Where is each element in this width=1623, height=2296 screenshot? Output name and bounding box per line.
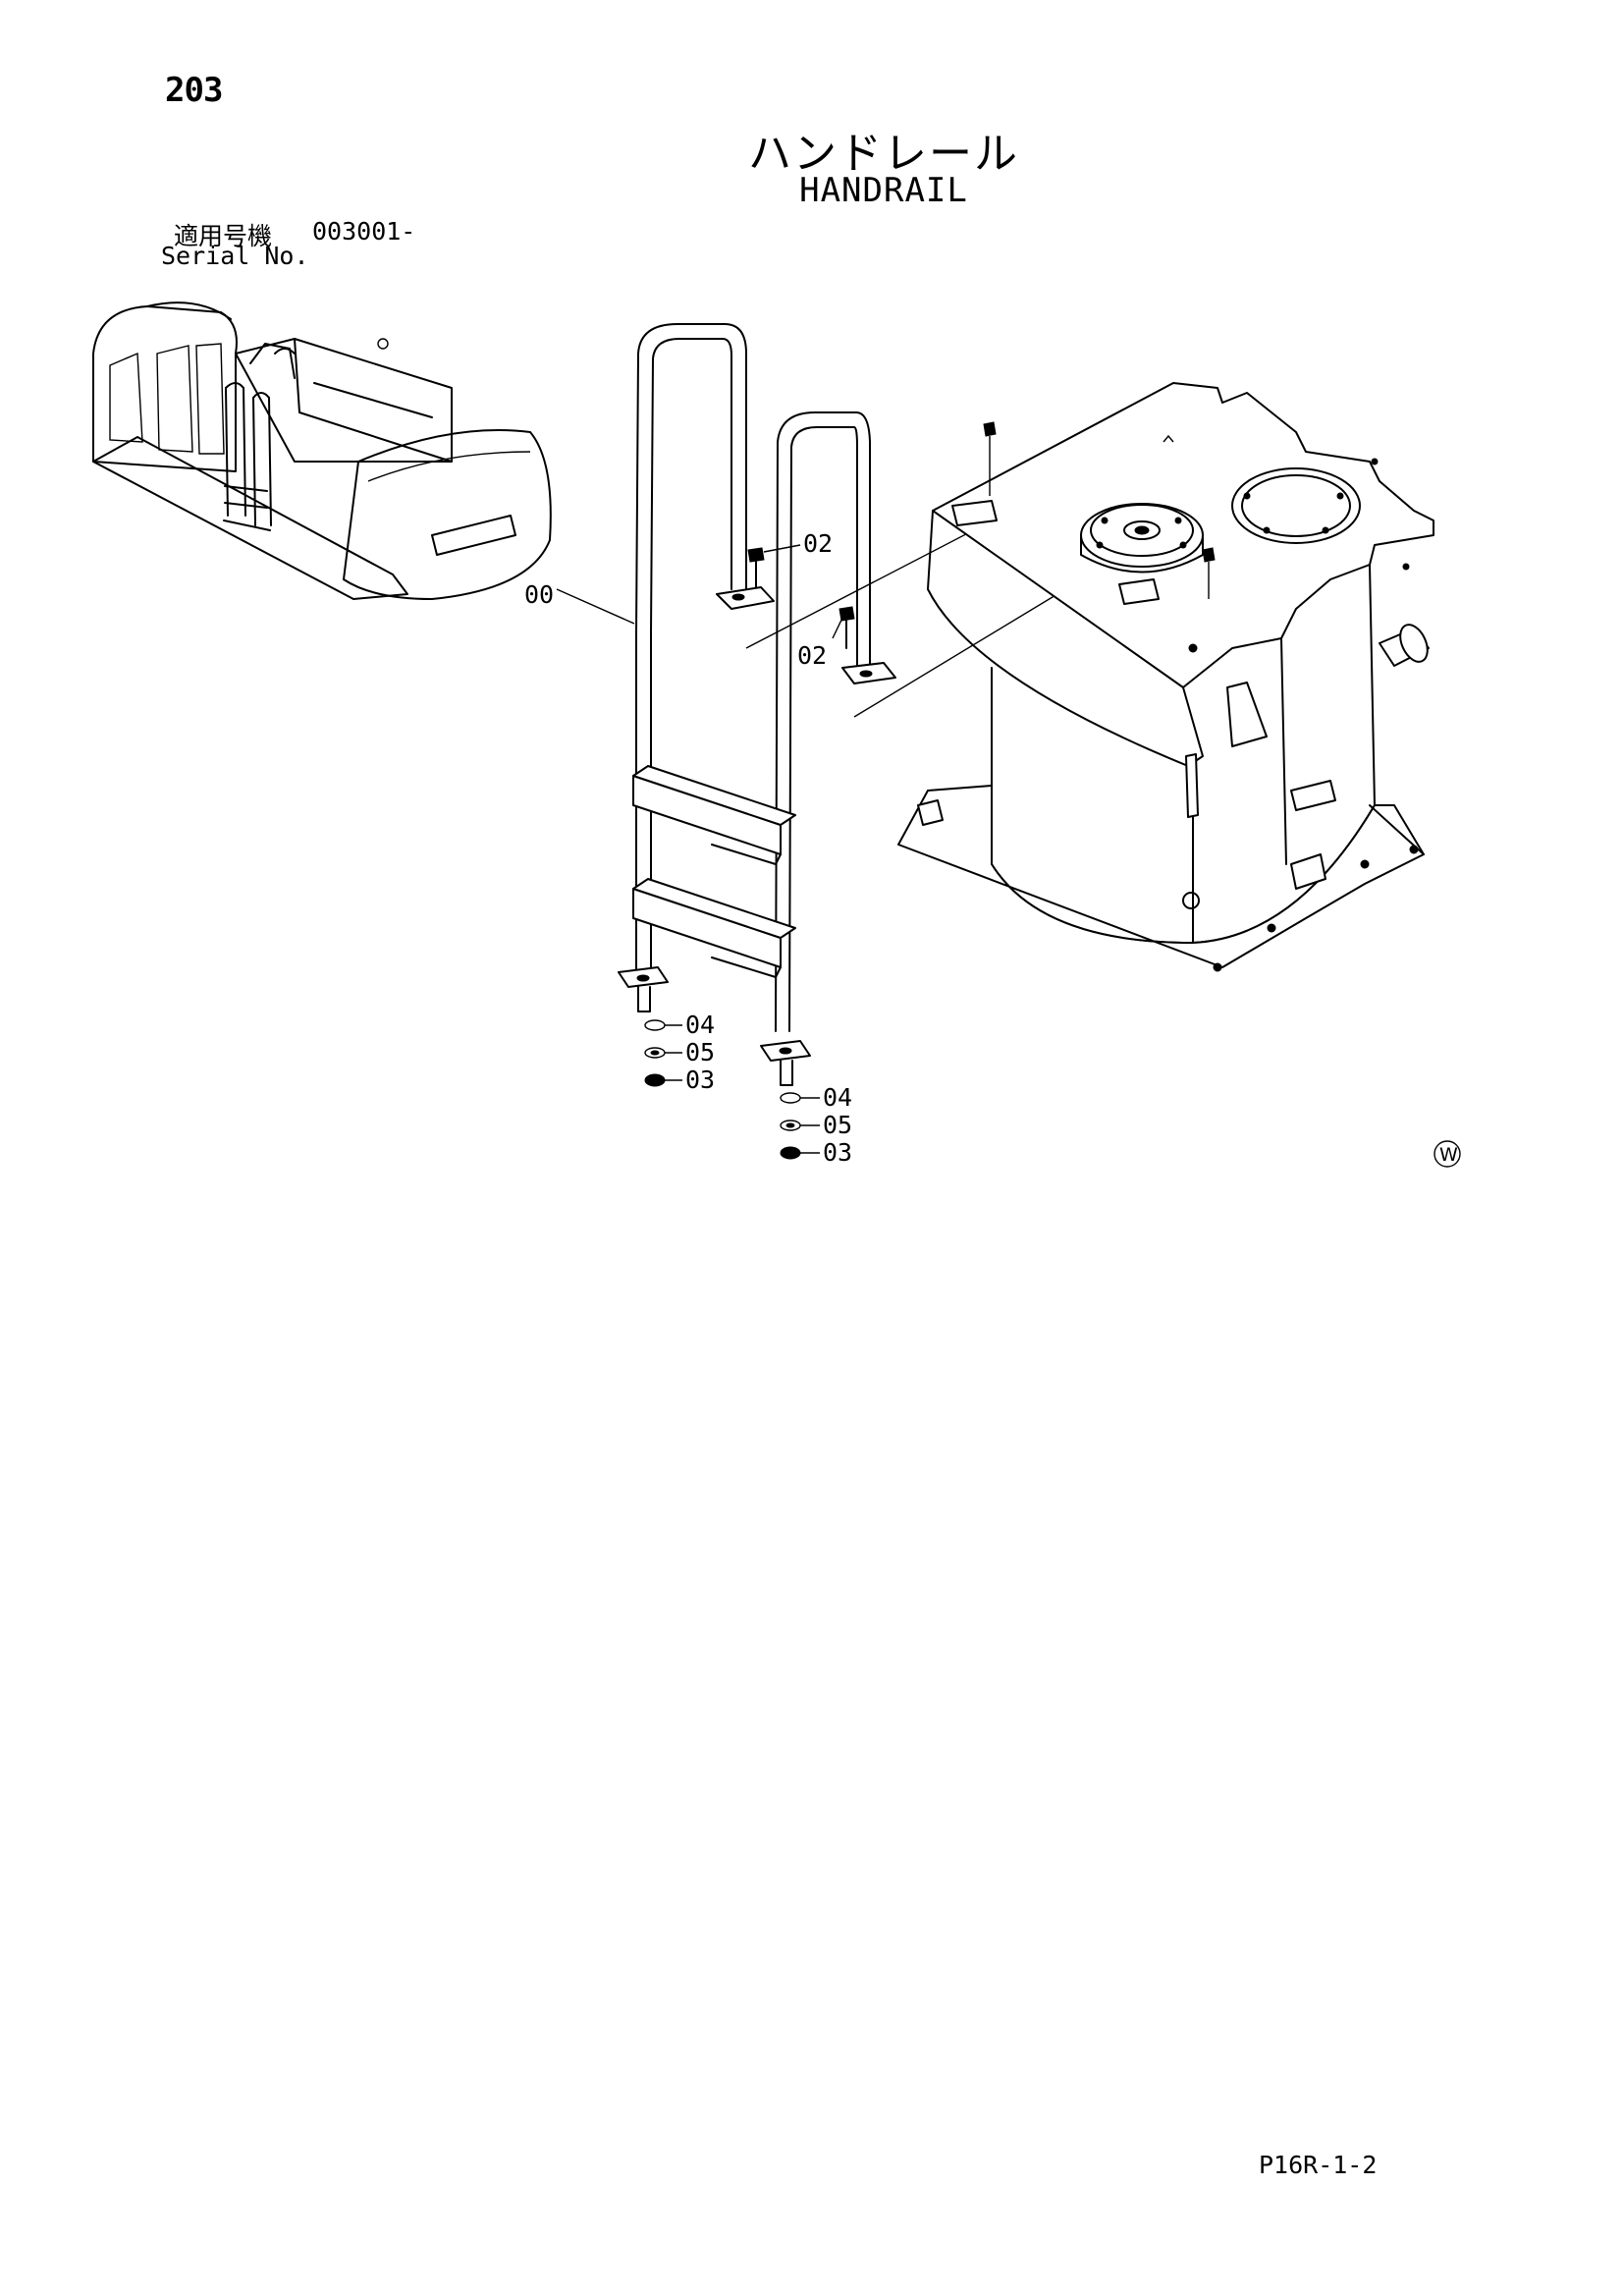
hardware-stack-right	[780, 1092, 801, 1160]
callout-02-lower: 02	[797, 641, 827, 670]
page-title-en: HANDRAIL	[799, 171, 968, 210]
callout-05-left: 05	[685, 1038, 715, 1066]
serial-label-jp: 適用号機	[174, 222, 273, 250]
handrail-assembly	[618, 323, 896, 1086]
callout-03-right: 03	[823, 1138, 852, 1167]
serial-label-en: Serial No.	[161, 242, 309, 270]
callout-00: 00	[524, 580, 554, 609]
callout-04-left: 04	[685, 1011, 715, 1039]
tank-assembly	[897, 382, 1434, 972]
w-mark-icon: W	[1434, 1140, 1461, 1168]
serial-value: 003001-	[312, 217, 416, 246]
callout-05-right: 05	[823, 1111, 852, 1139]
footer-code: P16R-1-2	[1259, 2151, 1378, 2179]
callout-03-left: 03	[685, 1066, 715, 1094]
hardware-stack-left	[644, 1019, 666, 1087]
callout-02-upper: 02	[803, 529, 833, 558]
w-mark-letter: W	[1439, 1144, 1458, 1166]
page-number: 203	[165, 71, 223, 110]
page-title-jp: ハンドレール	[748, 129, 1019, 179]
excavator-overview	[92, 301, 552, 600]
bolt-02-upper	[747, 547, 765, 588]
callout-04-right: 04	[823, 1083, 852, 1112]
bolt-02-lower	[839, 606, 855, 649]
